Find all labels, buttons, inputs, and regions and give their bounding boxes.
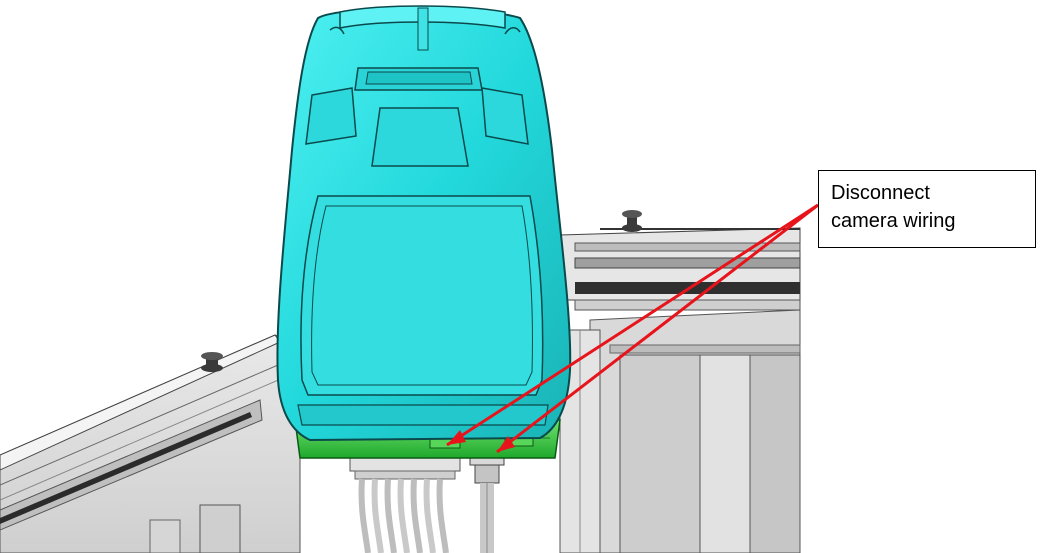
connector-plug <box>469 444 505 553</box>
knob-icon <box>622 210 642 232</box>
callout-arrow-left <box>446 203 819 447</box>
callout-arrow-right <box>496 203 819 454</box>
callout-arrows <box>446 203 819 454</box>
housing <box>0 210 801 553</box>
knob-icon <box>201 352 223 372</box>
callout-line-2: camera wiring <box>831 210 956 232</box>
cable-bundle <box>349 454 461 553</box>
camera-device <box>276 5 572 442</box>
callout-label: Disconnect camera wiring <box>818 170 1036 248</box>
callout-line-1: Disconnect <box>831 182 930 204</box>
